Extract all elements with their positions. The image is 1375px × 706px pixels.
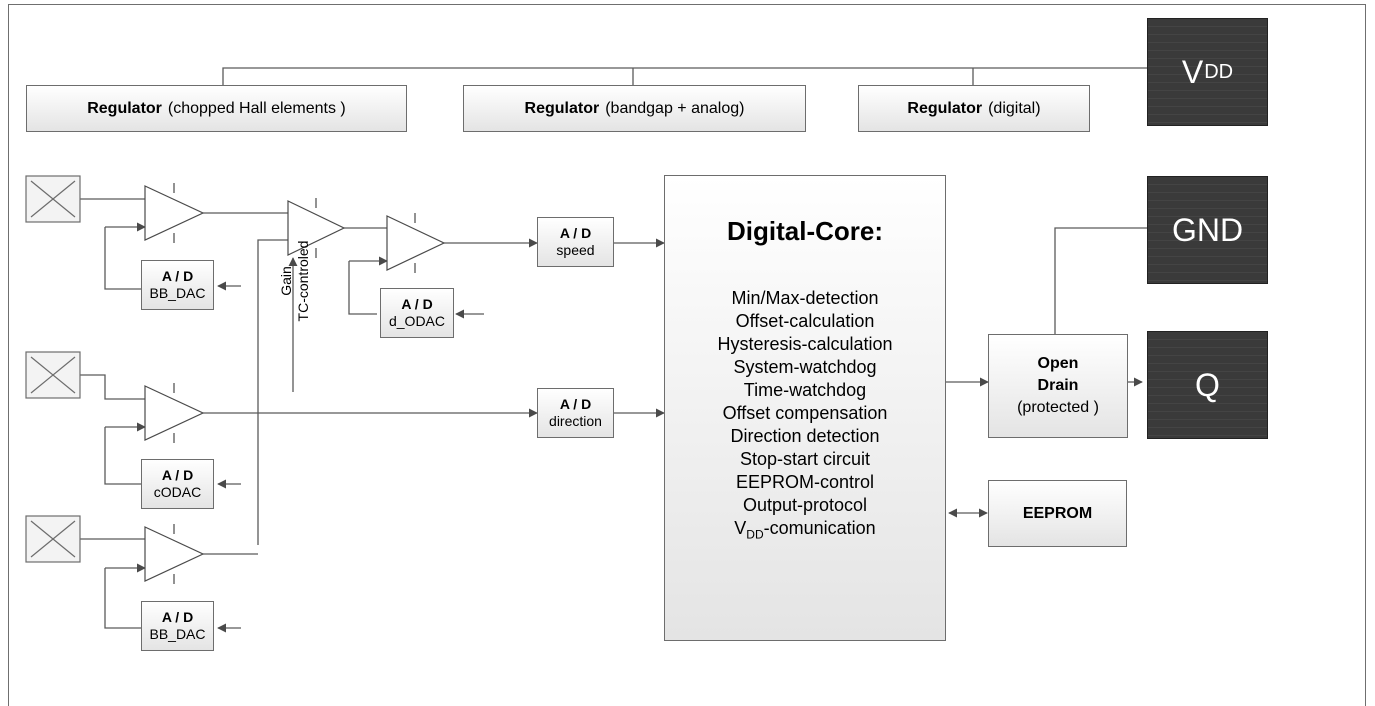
eeprom-label: EEPROM xyxy=(1022,504,1093,522)
core-vdd-suffix: -comunication xyxy=(763,518,876,538)
regulator-bandgap-text: (bandgap + analog) xyxy=(605,99,745,117)
amplifier-1 xyxy=(144,185,205,241)
vdd-pin-label: V xyxy=(1181,53,1204,90)
hall-sensors xyxy=(25,175,81,563)
open-drain-line3: (protected ) xyxy=(1017,399,1099,416)
ad-d-odac: A / D d_ODAC xyxy=(380,288,454,338)
ad-bb-dac-bottom: A / D BB_DAC xyxy=(141,601,214,651)
ad-direction-title: A / D xyxy=(559,396,592,412)
vdd-pin-sub: DD xyxy=(1204,60,1234,83)
regulator-digital-bold: Regulator xyxy=(907,99,983,117)
eeprom-block: EEPROM xyxy=(988,480,1127,547)
gain-label-line1: Gain xyxy=(278,266,294,296)
ad-bb-dac-bottom-title: A / D xyxy=(161,609,194,625)
supply-rail xyxy=(222,67,1147,85)
regulator-bandgap-bold: Regulator xyxy=(524,99,600,117)
ad-codac-title: A / D xyxy=(161,467,194,483)
ad-speed-title: A / D xyxy=(559,225,592,241)
open-drain-line2: Drain xyxy=(1037,377,1079,394)
regulator-digital-text: (digital) xyxy=(988,99,1041,117)
ad-bb-dac-top-label: BB_DAC xyxy=(149,285,206,301)
ad-bb-dac-bottom-label: BB_DAC xyxy=(149,626,206,642)
gain-label: Gain TC-controled xyxy=(278,226,312,336)
ad-d-odac-label: d_ODAC xyxy=(388,313,446,329)
core-item: Offset-calculation xyxy=(735,311,875,331)
ad-d-odac-title: A / D xyxy=(401,296,433,312)
core-item: EEPROM-control xyxy=(735,472,875,492)
q-pin-label: Q xyxy=(1195,366,1220,403)
regulator-hall-bold: Regulator xyxy=(87,99,162,117)
digital-core-title: Digital-Core: xyxy=(727,216,883,246)
amp1-feedback-wire xyxy=(104,227,143,290)
digital-core: Digital-Core: Min/Max-detection Offset-c… xyxy=(664,175,946,641)
gnd-pin: GND xyxy=(1147,176,1268,284)
core-vdd-sub: DD xyxy=(746,527,764,542)
ad-speed-label: speed xyxy=(556,242,595,258)
core-vdd-prefix: V xyxy=(734,518,747,538)
ad-speed: A / D speed xyxy=(537,217,614,267)
ad-codac-label: cODAC xyxy=(153,484,202,500)
amplifier-3 xyxy=(386,215,446,271)
core-item: Hysteresis-calculation xyxy=(717,334,893,354)
core-item: Offset compensation xyxy=(722,403,888,423)
gnd-pin-label: GND xyxy=(1171,211,1244,248)
ad-codac: A / D cODAC xyxy=(141,459,214,509)
ad-bb-dac-top-title: A / D xyxy=(161,268,194,284)
regulator-hall-text: (chopped Hall elements ) xyxy=(167,99,346,117)
core-item: Output-protocol xyxy=(742,495,868,515)
amplifier-2 xyxy=(144,385,205,441)
core-item: Stop-start circuit xyxy=(739,449,871,469)
regulator-bandgap: Regulator (bandgap + analog) xyxy=(463,85,806,132)
ad-bb-dac-top: A / D BB_DAC xyxy=(141,260,214,310)
core-item-vdd-comm: VDD-comunication xyxy=(734,517,875,547)
ad-direction-label: direction xyxy=(549,413,602,429)
open-drain-line1: Open xyxy=(1037,355,1079,372)
core-item: System-watchdog xyxy=(733,357,877,377)
regulator-hall: Regulator (chopped Hall elements ) xyxy=(26,85,407,132)
diagram-frame xyxy=(8,4,1366,706)
amplifier-gain xyxy=(287,200,346,256)
regulator-digital: Regulator (digital) xyxy=(858,85,1090,132)
gain-label-line2: TC-controled xyxy=(295,240,311,322)
core-item: Time-watchdog xyxy=(743,380,867,400)
q-pin: Q xyxy=(1147,331,1268,439)
core-item: Direction detection xyxy=(730,426,880,446)
amplifier-4 xyxy=(144,526,205,582)
ad-direction: A / D direction xyxy=(537,388,614,438)
core-item: Min/Max-detection xyxy=(731,288,879,308)
open-drain: Open Drain (protected ) xyxy=(988,334,1128,438)
